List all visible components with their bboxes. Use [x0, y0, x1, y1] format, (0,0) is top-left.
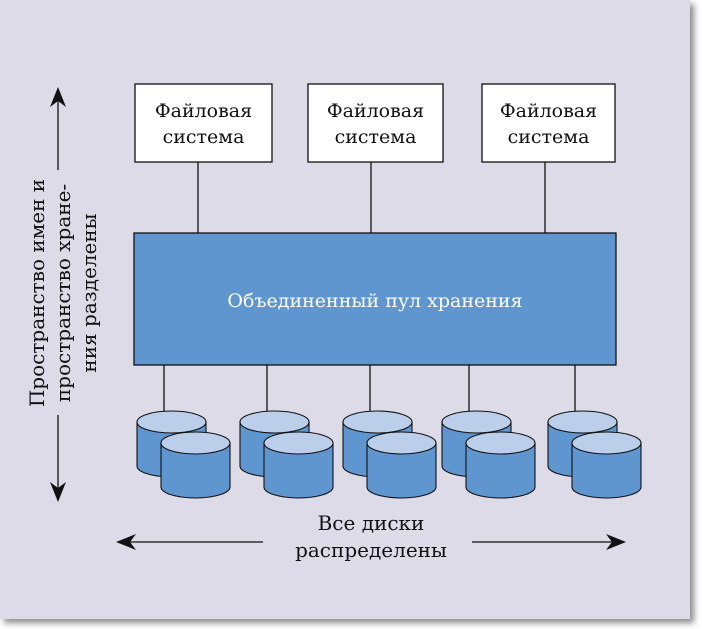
horizontal-axis: Все диски распределены — [116, 511, 626, 562]
horizontal-label-line2: распределены — [295, 538, 447, 562]
disk-group — [239, 365, 334, 499]
file-system-label-line1: Файловая — [155, 100, 252, 122]
disk-groups — [136, 365, 642, 499]
vertical-label-line2: пространство хране- — [51, 184, 75, 402]
disk-group — [547, 365, 642, 499]
vertical-label-line1: Пространство имен и — [25, 179, 49, 407]
fs-connectors — [197, 162, 546, 233]
disk-group — [136, 365, 231, 499]
vertical-axis: Пространство имен и пространство хране- … — [25, 87, 101, 502]
disk-icon — [571, 431, 642, 499]
disk-icon — [366, 431, 437, 499]
file-system-box: Файловая система — [481, 83, 616, 163]
disk-icon — [263, 431, 334, 499]
file-system-label-line2: система — [163, 126, 245, 148]
file-system-label-line1: Файловая — [500, 100, 597, 122]
file-system-box: Файловая система — [307, 83, 444, 163]
storage-pool: Объединенный пул хранения — [133, 232, 617, 366]
disk-group — [441, 365, 536, 499]
disk-group — [342, 365, 437, 499]
file-system-label-line2: система — [508, 126, 590, 148]
file-system-box: Файловая система — [134, 83, 273, 163]
disk-icon — [160, 431, 231, 499]
file-system-label-line1: Файловая — [327, 100, 424, 122]
vertical-label-line3: ния разделены — [77, 213, 101, 372]
horizontal-label-line1: Все диски — [318, 511, 425, 535]
storage-pool-label: Объединенный пул хранения — [227, 290, 522, 312]
file-system-label-line2: система — [335, 126, 417, 148]
disk-icon — [465, 431, 536, 499]
